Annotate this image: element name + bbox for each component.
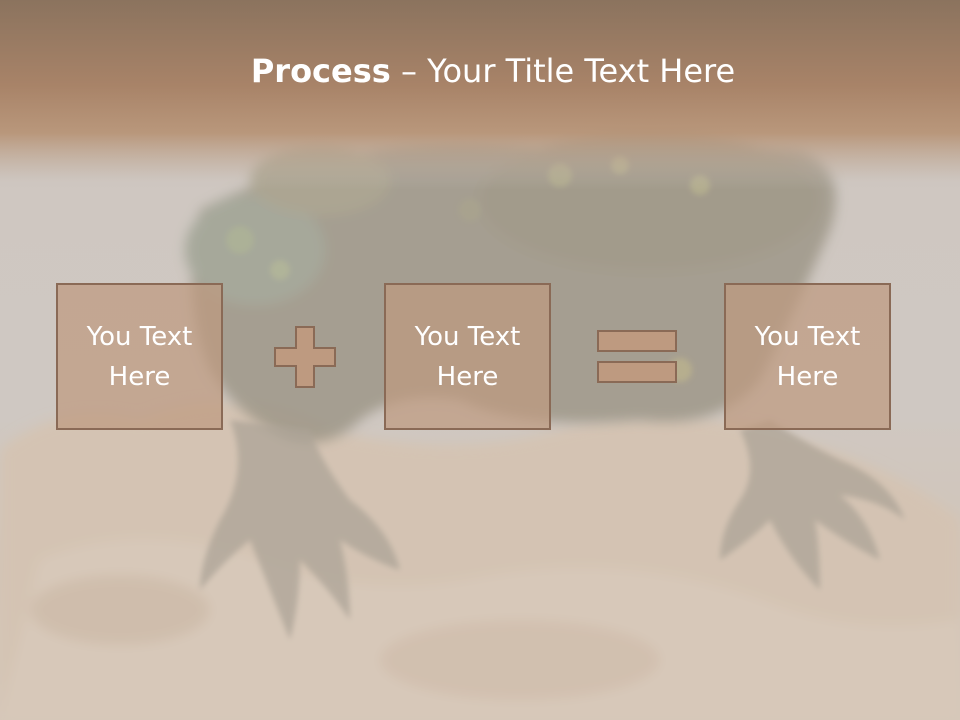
title-bold: Process: [250, 52, 391, 90]
lizard-left-foot: [200, 420, 400, 640]
lizard-right-foot: [720, 420, 905, 590]
process-box-2[interactable]: You Text Here: [384, 283, 551, 430]
process-box-1-text: You Text Here: [86, 321, 193, 392]
title-rest: – Your Title Text Here: [390, 52, 736, 90]
process-box-2-text: You Text Here: [414, 321, 521, 392]
plus-icon: [274, 326, 336, 388]
equals-icon: [597, 330, 677, 383]
process-box-3-text: You Text Here: [754, 321, 861, 392]
process-box-3[interactable]: You Text Here: [724, 283, 891, 430]
process-box-1[interactable]: You Text Here: [56, 283, 223, 430]
slide-title: Process – Your Title Text Here: [0, 52, 960, 90]
